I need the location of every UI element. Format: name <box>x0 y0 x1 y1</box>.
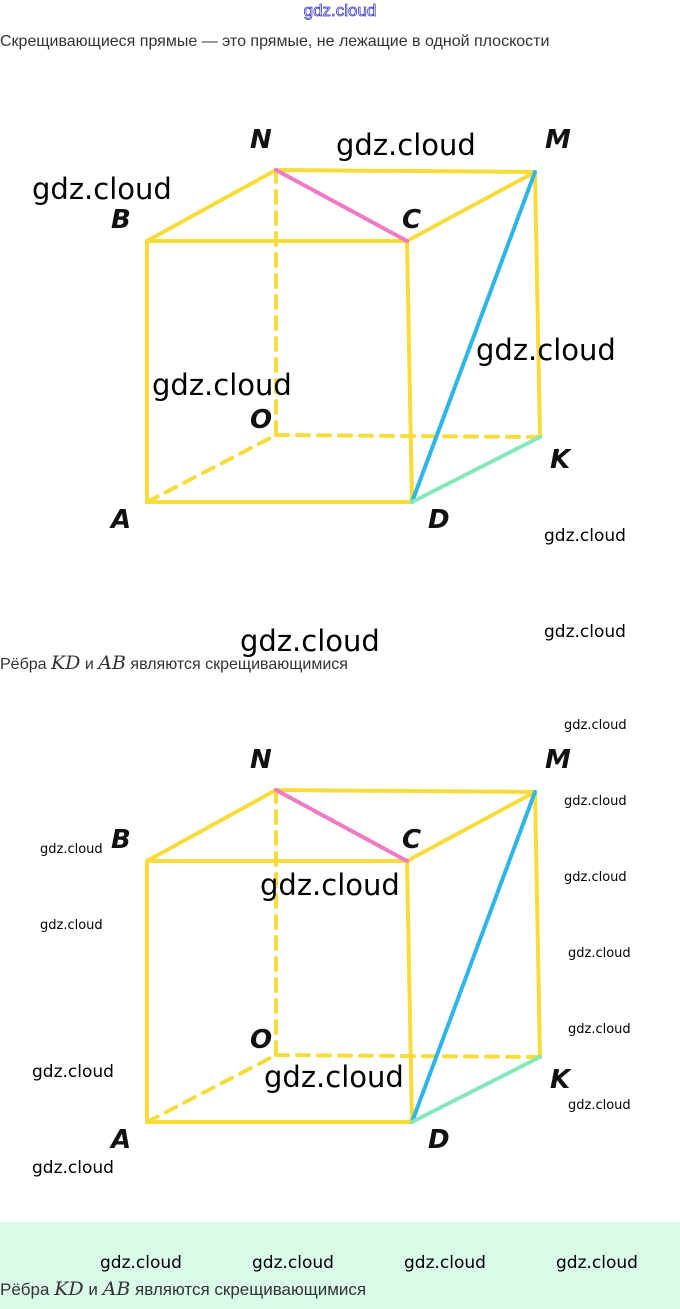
watermark: gdz.cloud <box>260 868 400 902</box>
watermark: gdz.cloud <box>100 1253 182 1273</box>
caption-1: Рёбра KD и AB являются скрещивающимися <box>0 652 348 674</box>
edge-BN <box>145 788 278 863</box>
watermark: gdz.cloud <box>564 794 627 809</box>
watermark: gdz.cloud <box>564 718 627 733</box>
edge-CD <box>405 859 414 1124</box>
edge-MK <box>533 790 542 1059</box>
edge-KD-math: KD <box>54 1278 84 1300</box>
caption-2: Рёбра KD и AB являются скрещивающимися <box>0 1278 367 1300</box>
segment-NC <box>274 788 409 863</box>
watermark: gdz.cloud <box>40 842 103 857</box>
vertex-M: M <box>545 125 571 155</box>
segment-MD <box>410 790 537 1124</box>
watermark: gdz.cloud <box>568 946 631 961</box>
edge-OK <box>274 1053 542 1059</box>
cube-figure-2 <box>145 788 542 1124</box>
edge-AO <box>145 1053 278 1124</box>
edge-NM <box>274 788 537 794</box>
watermark: gdz.cloud <box>32 1062 114 1082</box>
vertex-N: N <box>250 125 272 155</box>
edge-OK <box>274 433 542 439</box>
watermark: gdz.cloud <box>544 622 626 642</box>
watermark: gdz.cloud <box>264 1060 404 1094</box>
watermark: gdz.cloud <box>556 1253 638 1273</box>
watermark: gdz.cloud <box>152 368 292 402</box>
vertex-O: O <box>250 405 273 435</box>
watermark: gdz.cloud <box>568 1022 631 1037</box>
edge-MK <box>533 170 542 439</box>
vertex-B: B <box>111 825 131 855</box>
vertex-C: C <box>402 205 422 235</box>
watermark: gdz.cloud <box>252 1253 334 1273</box>
watermark: gdz.cloud <box>544 526 626 546</box>
vertex-M: M <box>545 745 571 775</box>
vertex-C: C <box>402 825 422 855</box>
watermark: gdz.cloud <box>40 918 103 933</box>
watermark: gdz.cloud <box>32 172 172 206</box>
watermark: gdz.cloud <box>404 1253 486 1273</box>
cube-figure-1 <box>145 168 542 504</box>
vertex-O: O <box>250 1025 273 1055</box>
edge-BN <box>145 168 278 243</box>
definition-text: Скрещивающиеся прямые — это прямые, не л… <box>0 33 550 50</box>
edge-AO <box>145 433 278 504</box>
vertex-N: N <box>250 745 272 775</box>
watermark: gdz.cloud <box>564 870 627 885</box>
vertex-K: K <box>550 1065 571 1095</box>
vertex-D: D <box>428 1125 450 1155</box>
edge-AB-math: AB <box>98 652 126 674</box>
segment-NC <box>274 168 409 243</box>
caption-band <box>0 1222 680 1309</box>
edge-CM <box>405 790 537 863</box>
edge-DK <box>410 435 542 504</box>
edge-DK <box>410 1055 542 1124</box>
vertex-A: A <box>111 505 132 535</box>
watermark: gdz.cloud <box>568 1098 631 1113</box>
watermark: gdz.cloud <box>336 128 476 162</box>
edge-CD <box>405 239 414 504</box>
edge-KD-math: KD <box>50 652 81 674</box>
watermark: gdz.cloud <box>32 1158 114 1178</box>
watermark: gdz.cloud <box>240 624 380 658</box>
vertex-D: D <box>428 505 450 535</box>
edge-AB-math: AB <box>102 1278 131 1300</box>
vertex-B: B <box>111 205 131 235</box>
edge-CM <box>405 170 537 243</box>
watermark: gdz.cloud <box>476 333 616 367</box>
vertex-K: K <box>550 445 571 475</box>
vertex-A: A <box>111 1125 132 1155</box>
watermark-top: gdz.cloud <box>303 1 377 21</box>
segment-MD <box>410 170 537 504</box>
edge-NM <box>274 168 537 174</box>
